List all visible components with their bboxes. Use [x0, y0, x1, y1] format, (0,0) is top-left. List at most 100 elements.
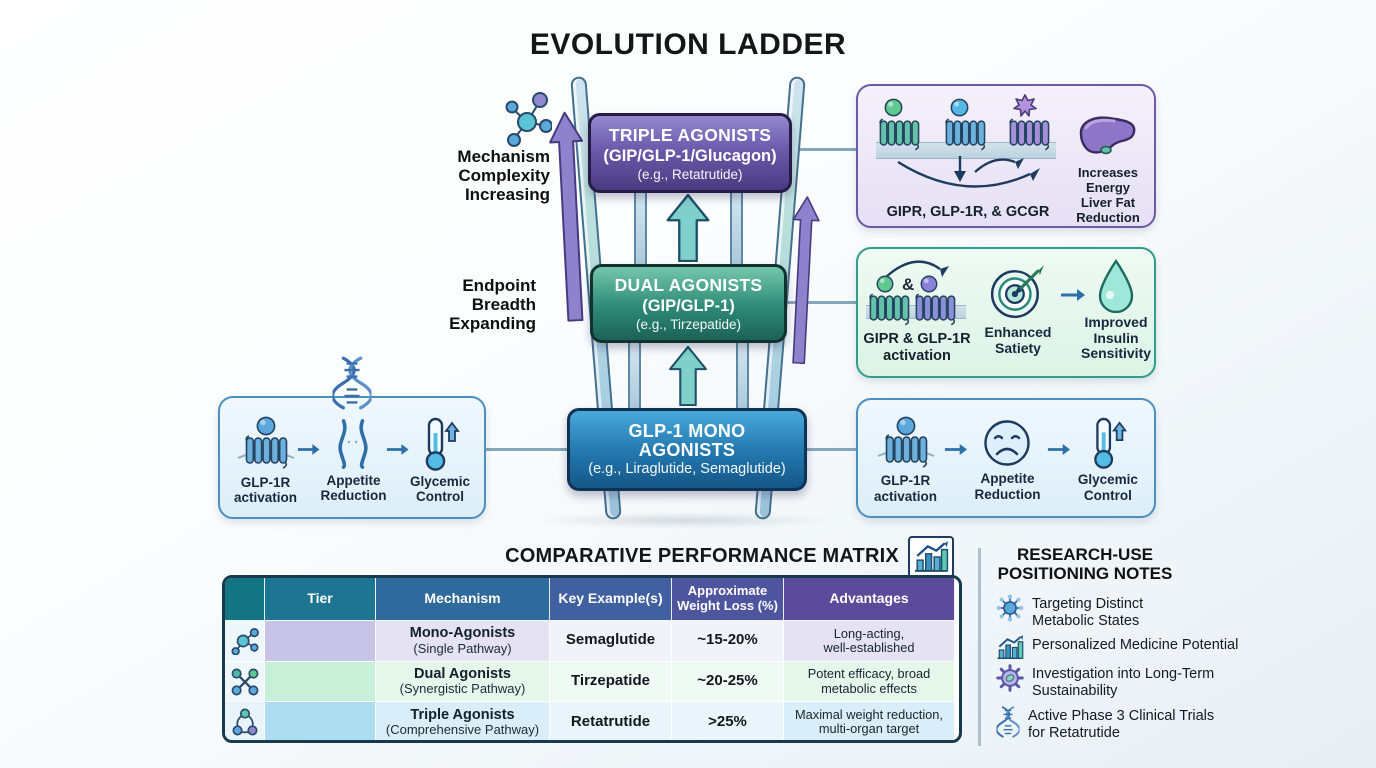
page-title: EVOLUTION LADDER: [529, 28, 847, 61]
mechanism-cell: Dual Agonists (Synergistic Pathway): [376, 661, 550, 703]
droplet-icon: [1096, 259, 1136, 313]
example-cell: Retatrutide: [550, 702, 672, 740]
note-item: Investigation into Long-Term Sustainabil…: [996, 664, 1236, 700]
panel-glp1-mechanism-left: GLP-1R activation Appetite Reduction Gly…: [218, 396, 486, 519]
weight-loss-cell: ~15-20%: [672, 621, 784, 662]
flow-label: GLP-1R activation: [234, 474, 298, 505]
performance-matrix-table: Tier Mechanism Key Example(s) Approximat…: [222, 575, 962, 743]
connector-leftpanel-to-ladder: [486, 448, 570, 451]
rung-triple-agonists: TRIPLE AGONISTS (GIP/GLP-1/Glucagon) (e.…: [588, 113, 792, 193]
outcome-label: Increases Energy Liver Fat Reduction: [1076, 165, 1140, 225]
note-text: Personalized Medicine Potential: [1032, 637, 1239, 653]
gip-ligand-icon: [884, 98, 903, 117]
rung-title: GLP-1 MONO AGONISTS: [628, 420, 746, 460]
connector-dual-to-panel: [785, 301, 857, 304]
col-header-advantages: Advantages: [784, 578, 955, 621]
mono-molecule-icon: [231, 627, 259, 655]
gipr-receptor-icon: [878, 116, 920, 151]
note-text: Investigation into Long-Term Sustainabil…: [1032, 666, 1215, 699]
connector-mono-to-panel: [804, 448, 857, 451]
signaling-arrows-icon: [897, 156, 1040, 188]
advantages-cell: Potent efficacy, broad metabolic effects: [784, 661, 955, 703]
bar-chart-icon: [996, 635, 1024, 660]
up-arrow-icon: [666, 346, 710, 406]
glp1r-receptor-icon: [914, 291, 956, 326]
flow-label: Glycemic Control: [409, 473, 470, 504]
flow-item: GLP-1R activation: [234, 416, 297, 505]
glucagon-ligand-icon: [1013, 94, 1037, 118]
note-item: Personalized Medicine Potential: [996, 635, 1246, 660]
side-label-endpoint: Endpoint Breadth Expanding: [449, 276, 536, 334]
flow-label: Appetite Reduction: [320, 472, 387, 503]
col-header-example: Key Example(s): [550, 578, 672, 621]
arrow-right-icon: [1047, 442, 1071, 457]
target-icon: [988, 263, 1046, 321]
mechanism-cell: Triple Agonists (Comprehensive Pathway): [376, 702, 550, 740]
panel-dual-mechanism: & GIPR & GLP-1R activation Enhanced Sati…: [856, 247, 1156, 378]
thermometer-icon: [418, 417, 462, 471]
vertical-divider: [978, 548, 981, 746]
ladder-post: [634, 188, 647, 272]
arrow-right-icon: [386, 442, 409, 457]
gcgr-receptor-icon: [1008, 116, 1050, 151]
tier-cell: [265, 702, 376, 740]
notes-title: RESEARCH-USE POSITIONING NOTES: [997, 545, 1173, 584]
note-item: Targeting Distinct Metabolic States: [996, 594, 1226, 630]
side-label-mechanism: Mechanism Complexity Increasing: [457, 147, 550, 205]
rung-title: TRIPLE AGONISTS: [608, 124, 772, 145]
col-header-tier: Tier: [265, 578, 376, 621]
flow-label: GLP-1R activation: [874, 473, 938, 504]
ladder-post: [628, 338, 641, 416]
col-header-weight-loss: Approximate Weight Loss (%): [672, 578, 784, 621]
molecule-icon: [502, 88, 552, 148]
dna-icon: [996, 706, 1020, 738]
rung-subtitle: (GIP/GLP-1): [642, 297, 735, 315]
rung-title: DUAL AGONISTS: [614, 275, 763, 295]
flow-item: Glycemic Control: [1077, 417, 1138, 503]
rung-mono-agonists: GLP-1 MONO AGONISTS (e.g., Liraglutide, …: [567, 408, 807, 491]
receptor-label: GIPR & GLP-1R activation: [863, 331, 971, 364]
thermometer-icon: [1087, 417, 1129, 469]
note-text: Active Phase 3 Clinical Trials for Retat…: [1028, 708, 1215, 741]
flow-item: Appetite Reduction: [320, 418, 386, 503]
glp1-ligand-icon: [950, 98, 969, 117]
gear-icon: [996, 664, 1024, 692]
flow-label: Glycemic Control: [1077, 472, 1138, 503]
rung-subtitle: (GIP/GLP-1/Glucagon): [603, 146, 777, 165]
matrix-title: COMPARATIVE PERFORMANCE MATRIX: [505, 545, 899, 567]
glp1r-receptor-icon: [877, 416, 934, 470]
flow-item: Appetite Reduction: [974, 418, 1041, 502]
arrow-right-icon: [297, 442, 320, 457]
weight-loss-cell: >25%: [672, 702, 784, 740]
molecule-icon: [996, 594, 1024, 622]
ladder-post: [736, 338, 749, 416]
note-item: Active Phase 3 Clinical Trials for Retat…: [996, 706, 1236, 742]
arrow-right-icon: [944, 442, 968, 457]
panel-glp1-mechanism-right: GLP-1R activation Appetite Reduction Gly…: [856, 398, 1156, 518]
rung-example: (e.g., Liraglutide, Semaglutide): [588, 461, 786, 478]
rung-dual-agonists: DUAL AGONISTS (GIP/GLP-1) (e.g., Tirzepa…: [590, 264, 787, 343]
ladder-shadow: [535, 512, 835, 529]
glp1r-receptor-icon: [237, 416, 294, 472]
mechanism-cell: Mono-Agonists (Single Pathway): [376, 621, 550, 662]
flow-item: GLP-1R activation: [874, 416, 938, 504]
flow-label: Appetite Reduction: [974, 471, 1041, 502]
insulin-label: Improved Insulin Sensitivity: [1080, 314, 1152, 362]
dual-molecule-icon: [231, 668, 259, 696]
advantages-cell: Maximal weight reduction, multi-organ ta…: [784, 702, 955, 740]
row-icon-cell: [225, 621, 265, 662]
ampersand: &: [902, 275, 915, 294]
sad-face-icon: [982, 418, 1032, 468]
triple-molecule-icon: [231, 708, 259, 736]
tier-cell: [265, 621, 376, 662]
weight-loss-cell: ~20-25%: [672, 661, 784, 703]
glp1r-receptor-icon: [944, 116, 986, 151]
chart-icon: [908, 536, 954, 578]
rung-example: (e.g., Retatrutide): [637, 166, 743, 182]
receptor-label: GIPR, GLP-1R, & GCGR: [886, 204, 1050, 220]
col-header-icon: [225, 578, 265, 621]
waist-icon: [332, 418, 374, 470]
rung-example: (e.g., Tirzepatide): [635, 317, 742, 332]
connector-triple-to-panel: [790, 148, 857, 151]
